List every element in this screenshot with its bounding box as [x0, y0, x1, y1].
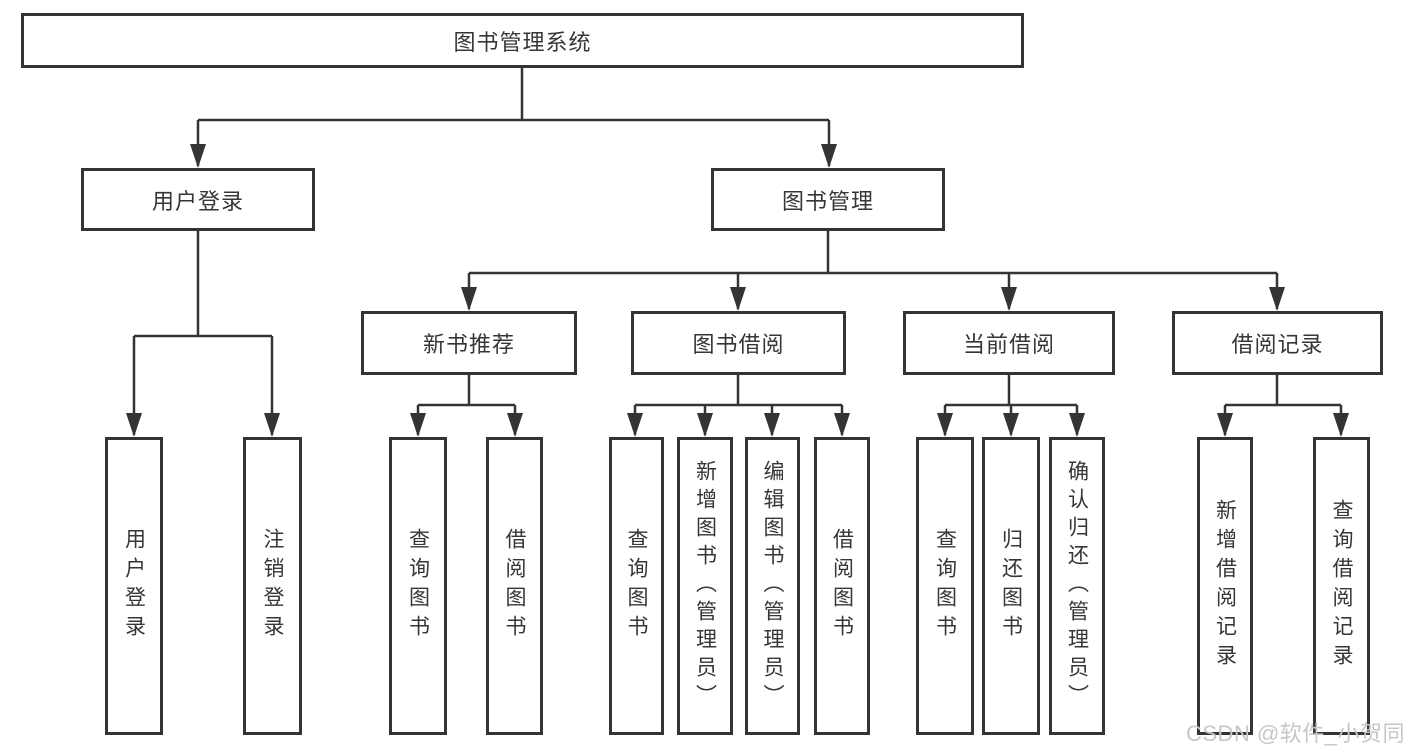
leaf-logout: 注销登录	[243, 437, 302, 735]
leaf-query-books-3-label: 查询图书	[933, 528, 957, 644]
leaf-query-books-1-label: 查询图书	[406, 528, 430, 644]
leaf-user-login-label: 用户登录	[122, 528, 146, 644]
leaf-borrow-books-2-label: 借阅图书	[830, 528, 854, 644]
leaf-edit-book-admin: 编辑图书（管理员）	[745, 437, 800, 735]
csdn-watermark: CSDN @软件_小贺同学	[1186, 721, 1405, 746]
leaf-query-books-1: 查询图书	[389, 437, 447, 735]
node-borrow-records: 借阅记录	[1172, 311, 1383, 375]
node-book-management: 图书管理	[711, 168, 945, 231]
leaf-add-book-admin: 新增图书（管理员）	[677, 437, 733, 735]
node-borrow-records-label: 借阅记录	[1231, 332, 1324, 357]
node-current-borrow: 当前借阅	[903, 311, 1115, 375]
leaf-query-books-3: 查询图书	[916, 437, 974, 735]
leaf-confirm-return-admin-label: 确认归还（管理员）	[1065, 460, 1089, 712]
leaf-borrow-books-1-label: 借阅图书	[503, 528, 526, 644]
leaf-add-borrow-record-label: 新增借阅记录	[1213, 499, 1237, 673]
node-user-login: 用户登录	[81, 168, 315, 231]
node-book-management-label: 图书管理	[781, 188, 874, 214]
leaf-confirm-return-admin: 确认归还（管理员）	[1049, 437, 1105, 735]
node-new-book-recommend-label: 新书推荐	[422, 332, 515, 357]
node-root: 图书管理系统	[21, 13, 1024, 68]
node-book-borrow: 图书借阅	[631, 311, 846, 375]
node-new-book-recommend: 新书推荐	[361, 311, 577, 375]
node-current-borrow-label: 当前借阅	[962, 332, 1055, 357]
leaf-query-books-2-label: 查询图书	[625, 528, 648, 644]
leaf-return-book: 归还图书	[982, 437, 1040, 735]
leaf-query-borrow-record: 查询借阅记录	[1313, 437, 1370, 735]
leaf-borrow-books-2: 借阅图书	[814, 437, 870, 735]
leaf-user-login: 用户登录	[105, 437, 163, 735]
leaf-logout-label: 注销登录	[261, 528, 284, 644]
leaf-add-borrow-record: 新增借阅记录	[1197, 437, 1253, 735]
leaf-query-books-2: 查询图书	[609, 437, 664, 735]
leaf-return-book-label: 归还图书	[999, 528, 1023, 644]
node-user-login-label: 用户登录	[151, 188, 244, 214]
leaf-add-book-admin-label: 新增图书（管理员）	[693, 460, 717, 712]
leaf-borrow-books-1: 借阅图书	[486, 437, 543, 735]
leaf-query-borrow-record-label: 查询借阅记录	[1330, 499, 1353, 673]
node-root-label: 图书管理系统	[453, 29, 592, 55]
node-book-borrow-label: 图书借阅	[692, 332, 785, 357]
leaf-edit-book-admin-label: 编辑图书（管理员）	[761, 460, 784, 712]
